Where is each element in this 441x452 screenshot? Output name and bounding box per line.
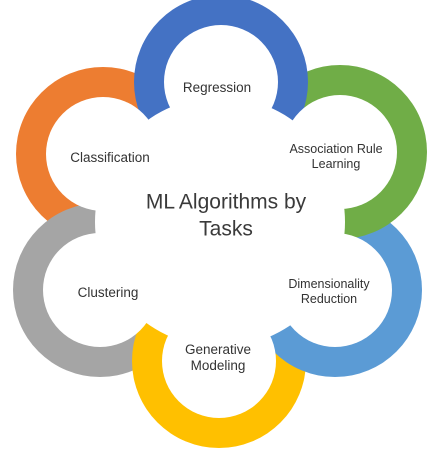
ring-hole-regression (164, 25, 278, 139)
label-generative-modeling-line-1: Generative (184, 341, 252, 357)
label-regression: Regression (183, 80, 251, 96)
label-dimensionality-reduction-line-1: Dimensionality (288, 277, 370, 291)
label-dimensionality-reduction: Dimensionality Reduction (288, 277, 369, 307)
center-title: ML Algorithms by Tasks (146, 189, 306, 244)
ring-hole-classification (46, 97, 160, 211)
ring-hole-group (43, 25, 397, 418)
label-dimensionality-reduction-line-2: Reduction (300, 292, 358, 306)
label-generative-modeling: Generative Modeling (185, 342, 251, 374)
label-association-rule-learning-line-1: Association Rule (289, 142, 383, 156)
center-title-line-2: Tasks (199, 218, 253, 241)
label-clustering: Clustering (78, 285, 139, 301)
label-association-rule-learning-line-2: Learning (311, 157, 361, 171)
label-regression-line-1: Regression (182, 79, 252, 95)
ring-hole-clustering (43, 233, 157, 347)
center-title-line-1: ML Algorithms by (145, 190, 307, 214)
ring-hole-dimensionality-reduction (278, 233, 392, 347)
label-generative-modeling-line-2: Modeling (190, 358, 246, 373)
ring-hole-generative-modeling (162, 304, 276, 418)
label-classification: Classification (70, 150, 150, 166)
label-association-rule-learning: Association Rule Learning (289, 142, 382, 172)
label-clustering-line-1: Clustering (77, 284, 139, 300)
ring-hole-association-rule-learning (283, 95, 397, 209)
label-classification-line-1: Classification (70, 149, 150, 165)
